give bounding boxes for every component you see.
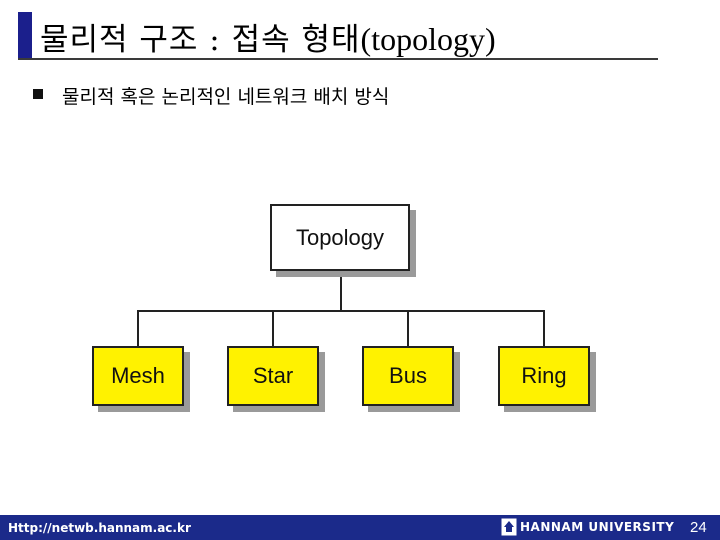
bullet-text: 물리적 혹은 논리적인 네트워크 배치 방식	[62, 86, 390, 108]
footer-university: HANNAM UNIVERSITY	[520, 520, 675, 534]
connector-mesh	[137, 310, 139, 346]
connector-star	[272, 310, 274, 346]
page-number: 24	[690, 519, 707, 536]
university-logo-icon	[501, 518, 517, 536]
connector-horizontal	[137, 310, 545, 312]
footer-url[interactable]: Http://netwb.hannam.ac.kr	[8, 521, 191, 535]
connector-root-vertical	[340, 271, 342, 311]
slide-title-latin: (topology)	[360, 21, 496, 57]
title-underline	[18, 58, 658, 60]
slide-title: 물리적 구조 : 접속 형태(topology)	[40, 14, 496, 59]
topology-star-box: Star	[227, 346, 319, 406]
title-accent-bar	[18, 12, 32, 58]
footer-bar: Http://netwb.hannam.ac.kr HANNAM UNIVERS…	[0, 515, 720, 540]
slide-title-korean: 물리적 구조 : 접속 형태	[40, 22, 361, 58]
topology-ring-box: Ring	[498, 346, 590, 406]
topology-bus-box: Bus	[362, 346, 454, 406]
bullet-square-icon	[33, 89, 43, 99]
topology-mesh-box: Mesh	[92, 346, 184, 406]
topology-root-box: Topology	[270, 204, 410, 271]
connector-bus	[407, 310, 409, 346]
connector-ring	[543, 310, 545, 346]
